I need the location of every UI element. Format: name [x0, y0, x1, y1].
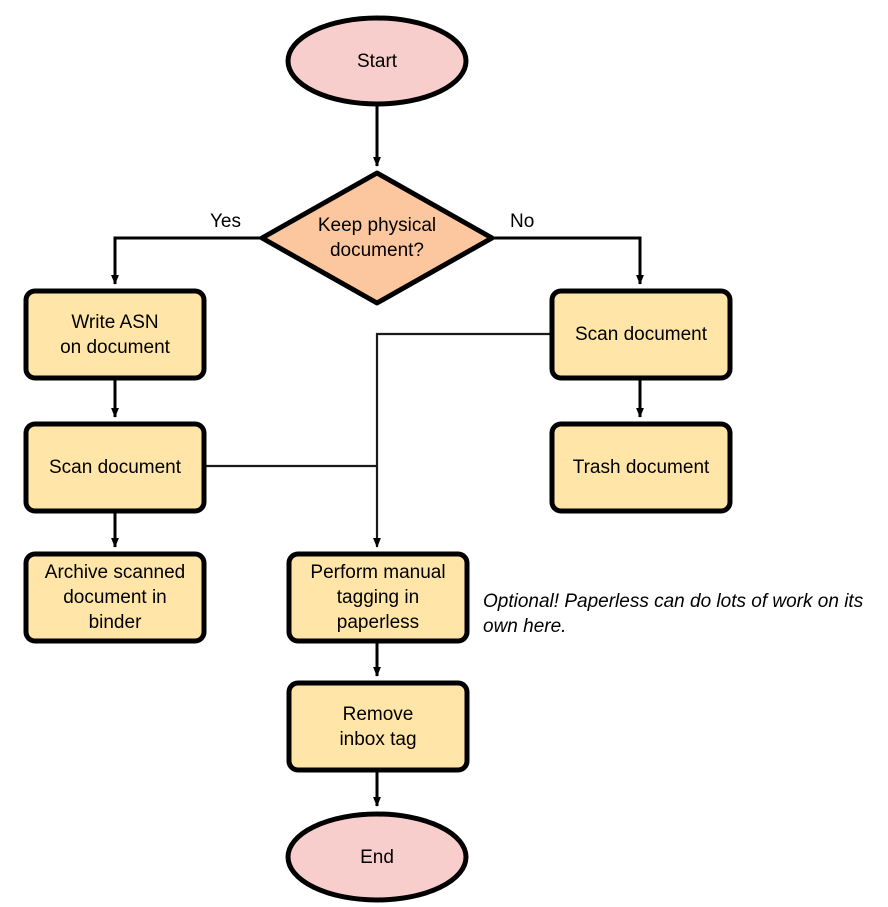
node-perform-manual-tagging[interactable] — [286, 551, 470, 644]
edge-decision-no-to-scan-right — [492, 236, 644, 285]
annotation-optional-paperless: Optional! Paperless can do lots of work … — [483, 591, 864, 637]
node-remove-inbox-tag[interactable] — [286, 680, 470, 773]
node-scan-document-left[interactable] — [23, 421, 207, 514]
edge-label-yes: Yes — [210, 211, 241, 232]
node-keep-physical-document[interactable] — [259, 170, 495, 306]
node-end[interactable] — [285, 811, 469, 903]
node-archive-scanned-document[interactable] — [23, 551, 207, 644]
node-start[interactable] — [285, 15, 469, 107]
node-scan-document-right[interactable] — [549, 288, 733, 381]
node-write-asn[interactable] — [23, 288, 207, 381]
edge-label-no: No — [510, 211, 535, 232]
node-trash-document[interactable] — [549, 421, 733, 514]
edge-decision-yes-to-write-asn — [111, 236, 262, 285]
edge-scan-right-to-manual-tagging — [373, 332, 552, 548]
